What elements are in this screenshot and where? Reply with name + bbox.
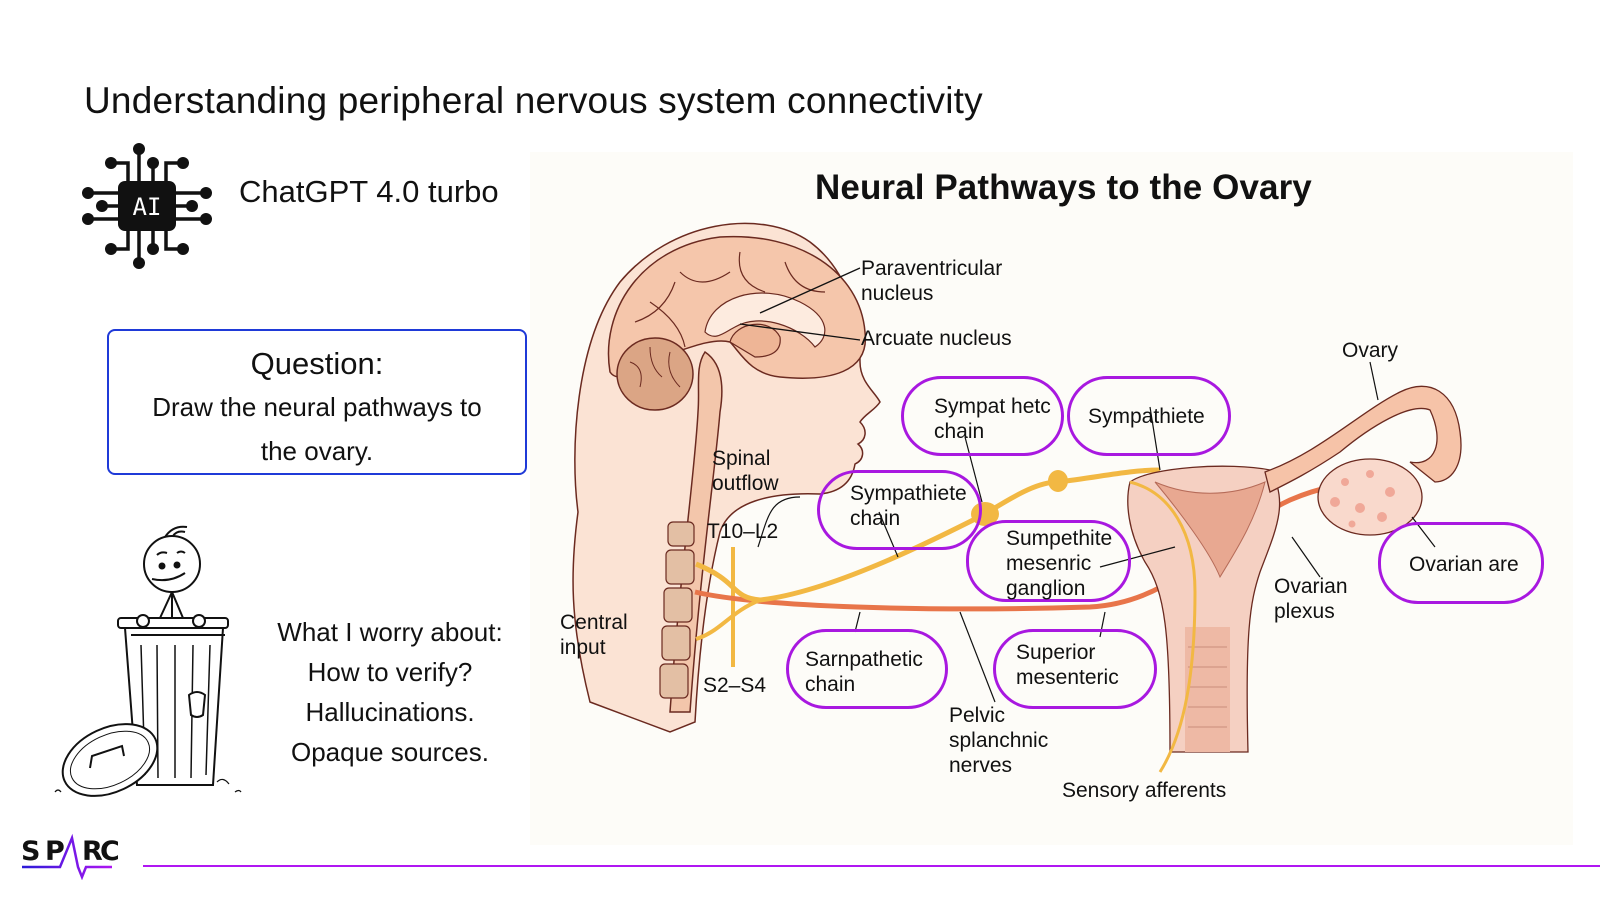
anatomy-illustration [572,222,1462,773]
question-box: Question: Draw the neural pathways to th… [107,329,527,475]
cerebellum [616,337,694,411]
leader-lines [757,361,1436,703]
worry-item: How to verify? [307,657,473,687]
highlighted-label: Sympathiete [1067,376,1231,456]
question-line-2: the ovary. [260,436,374,466]
model-label: ChatGPT 4.0 turbo [239,174,499,209]
worry-heading: What I worry about: [277,617,503,647]
sparc-letter-r: R [82,836,103,867]
sensory-afferent-nerve [1129,480,1197,773]
sparc-logo: S P R C [21,833,118,880]
figure-title: Neural Pathways to the Ovary [815,168,1312,207]
stick-figure-in-trash-can-icon [54,525,242,797]
ovary-organ [1317,458,1423,536]
sparc-letter-c: C [100,836,118,867]
label-t10-l2: T10–L2 [707,520,779,543]
question-heading: Question: [250,346,384,381]
label-arcuate-nucleus: Arcuate nucleus [861,327,1012,350]
ovarian-follicles [1330,470,1395,528]
footer-divider [143,865,1600,867]
vertebrae [659,521,695,699]
ai-chip-text: AI [133,193,162,221]
label-ovary: Ovary [1342,339,1399,362]
slide-title: Understanding peripheral nervous system … [84,80,983,121]
orange-nerve [694,481,1371,612]
ai-chip-icon: AI [82,143,212,269]
worry-item: Opaque sources. [290,737,489,767]
sparc-letter-p: P [45,836,65,867]
label-sensory-afferents: Sensory afferents [1062,779,1227,802]
neural-pathways-figure: Neural Pathways to the Ovary Paraventric… [530,152,1573,845]
worry-item: Hallucinations. [305,697,475,727]
label-s2-s4: S2–S4 [703,674,767,697]
worry-list: What I worry about: How to verify? Hallu… [245,612,535,772]
highlighted-label: Ovarian are [1378,522,1544,604]
fallopian-tube [1264,385,1462,493]
thalamus [729,323,781,358]
sparc-letter-s: S [21,836,40,867]
question-line-1: Draw the neural pathways to [152,392,482,422]
corpus-callosum [704,292,826,348]
ganglion [1048,470,1068,492]
